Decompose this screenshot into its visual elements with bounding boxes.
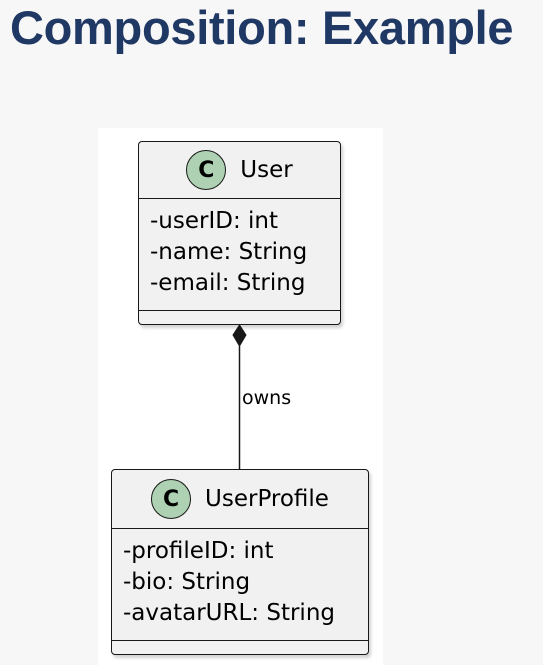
class-userprofile-header: C UserProfile (112, 470, 368, 529)
class-user-methods (139, 311, 340, 325)
attribute: -avatarURL: String (123, 600, 335, 626)
class-user[interactable]: C User -userID: int -name: String -email… (138, 141, 341, 325)
attribute: -profileID: int (123, 538, 274, 564)
slide-title: Composition: Example (10, 1, 514, 54)
composition-diamond (232, 324, 247, 347)
class-userprofile-methods (112, 641, 368, 655)
relation-label: owns (242, 387, 292, 409)
class-userprofile-name: UserProfile (205, 486, 329, 512)
class-user-header: C User (139, 142, 340, 199)
attribute: -bio: String (123, 569, 251, 595)
attribute: -email: String (150, 270, 306, 296)
uml-class-diagram: C User -userID: int -name: String -email… (98, 128, 383, 665)
class-userprofile[interactable]: C UserProfile -profileID: int -bio: Stri… (111, 469, 369, 655)
attribute: -name: String (150, 239, 308, 265)
class-icon: C (151, 479, 192, 519)
class-userprofile-attributes: -profileID: int -bio: String -avatarURL:… (112, 529, 368, 641)
attribute: -userID: int (150, 208, 279, 234)
class-icon: C (186, 150, 227, 190)
class-user-attributes: -userID: int -name: String -email: Strin… (139, 199, 340, 311)
composition-connector (232, 324, 247, 469)
class-user-name: User (240, 157, 293, 183)
